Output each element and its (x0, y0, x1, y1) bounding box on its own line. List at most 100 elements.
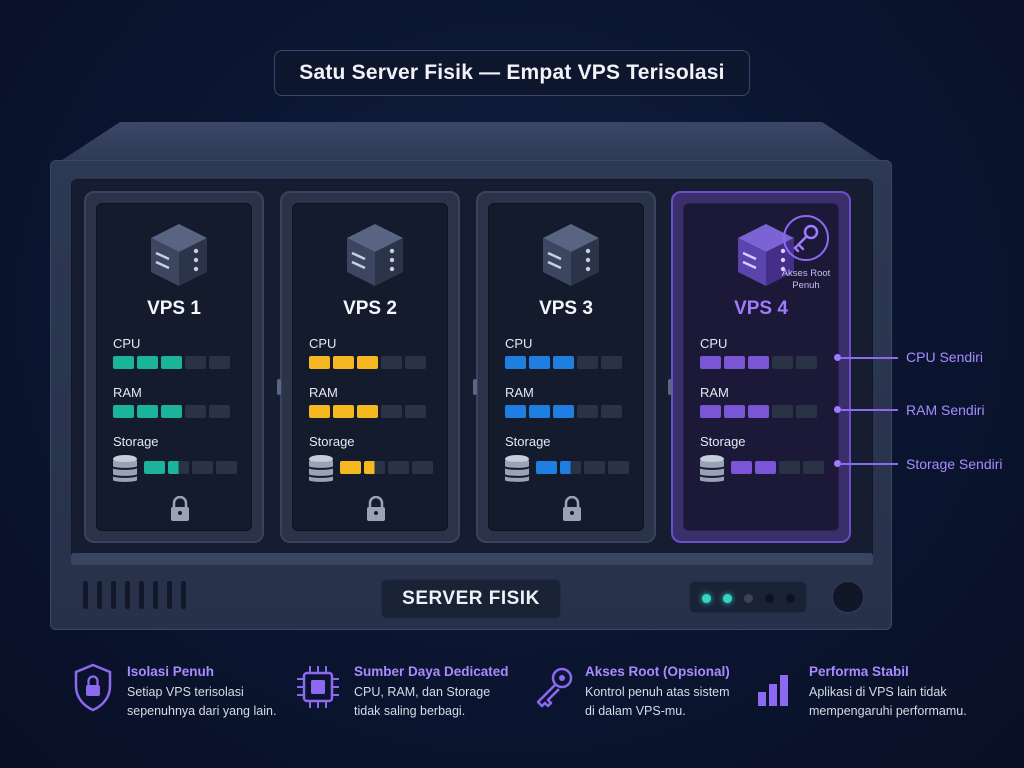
server-rail (71, 553, 873, 565)
bar-segment (553, 356, 574, 369)
ram-label: RAM (505, 385, 534, 400)
bar-segment (755, 461, 776, 474)
bar-segment (405, 356, 426, 369)
feature-desc: Kontrol penuh atas sistem (585, 685, 730, 699)
bar-segment (137, 405, 158, 418)
database-icon (309, 455, 333, 482)
vps-name: VPS 4 (734, 298, 788, 319)
database-icon (700, 455, 724, 482)
root-access-badge-label: Akses Root Penuh (781, 268, 831, 291)
callout-line (840, 463, 898, 465)
callout-dot (834, 460, 841, 467)
bar-segment (529, 405, 550, 418)
storage-bar (536, 461, 629, 474)
feature-title: Performa Stabil (809, 664, 909, 679)
ram-label: RAM (309, 385, 338, 400)
bar-segment (529, 356, 550, 369)
bar-segment (560, 461, 581, 474)
callout-storage: Storage Sendiri (906, 456, 1003, 472)
vps-name: VPS 3 (539, 298, 593, 319)
bar-segment (772, 356, 793, 369)
chip-icon (297, 666, 339, 708)
callout-ram: RAM Sendiri (906, 402, 985, 418)
vps-card: VPS 3 CPU RAM Storage (473, 191, 656, 543)
cpu-bar (700, 356, 817, 369)
callout-line (840, 357, 898, 359)
bar-segment (796, 405, 817, 418)
lock-icon (171, 496, 189, 521)
bar-segment (724, 405, 745, 418)
bar-segment (577, 405, 598, 418)
bar-segment (185, 405, 206, 418)
callout-line (840, 409, 898, 411)
bar-segment (309, 356, 330, 369)
cpu-label: CPU (505, 336, 533, 351)
cpu-label: CPU (113, 336, 141, 351)
bar-segment (748, 405, 769, 418)
bar-segment (584, 461, 605, 474)
bar-segment (553, 405, 574, 418)
bar-segment (192, 461, 213, 474)
feature-desc: tidak saling berbagi. (354, 704, 466, 718)
shield-lock-icon (74, 663, 112, 712)
bar-segment (381, 356, 402, 369)
side-notch (668, 379, 672, 395)
bar-segment (216, 461, 237, 474)
bar-segment (381, 405, 402, 418)
lock-icon (367, 496, 385, 521)
bar-segment (601, 405, 622, 418)
bar-segment (700, 405, 721, 418)
vps-card-body: VPS 3 CPU RAM Storage (488, 203, 644, 531)
ram-label: RAM (113, 385, 142, 400)
bar-segment (309, 405, 330, 418)
feature-desc: mempengaruhi performamu. (809, 704, 967, 718)
power-button[interactable] (831, 580, 865, 614)
bar-segment (333, 405, 354, 418)
status-led (723, 594, 732, 603)
vent-slot (111, 581, 116, 609)
vent-slot (83, 581, 88, 609)
bar-segment (601, 356, 622, 369)
bar-segment (536, 461, 557, 474)
storage-label: Storage (505, 434, 551, 449)
bar-segment (113, 356, 134, 369)
feature-title: Isolasi Penuh (127, 664, 215, 679)
feature-desc: Setiap VPS terisolasi (127, 685, 244, 699)
bar-segment (748, 356, 769, 369)
feature-desc: CPU, RAM, dan Storage (354, 685, 491, 699)
bar-segment (185, 356, 206, 369)
server-cube-icon (543, 224, 599, 286)
bar-segment (144, 461, 165, 474)
server-label: SERVER FISIK (381, 579, 561, 619)
bar-segment (209, 356, 230, 369)
bar-segment (161, 356, 182, 369)
key-icon (783, 215, 829, 261)
storage-label: Storage (309, 434, 355, 449)
vent-slot (139, 581, 144, 609)
callout-dot (834, 406, 841, 413)
cpu-label: CPU (309, 336, 337, 351)
bar-segment (724, 356, 745, 369)
database-icon (113, 455, 137, 482)
vent-slot (153, 581, 158, 609)
feature-desc: sepenuhnya dari yang lain. (127, 704, 277, 718)
ram-label: RAM (700, 385, 729, 400)
key-icon (536, 667, 573, 708)
side-notch (277, 379, 281, 395)
cpu-bar (113, 356, 230, 369)
bar-segment (168, 461, 189, 474)
bar-segment (340, 461, 361, 474)
database-icon (505, 455, 529, 482)
bar-segment (137, 356, 158, 369)
storage-bar (731, 461, 824, 474)
ram-bar (309, 405, 426, 418)
bar-segment (731, 461, 752, 474)
vent-slot (167, 581, 172, 609)
storage-bar (340, 461, 433, 474)
vent-slot (97, 581, 102, 609)
